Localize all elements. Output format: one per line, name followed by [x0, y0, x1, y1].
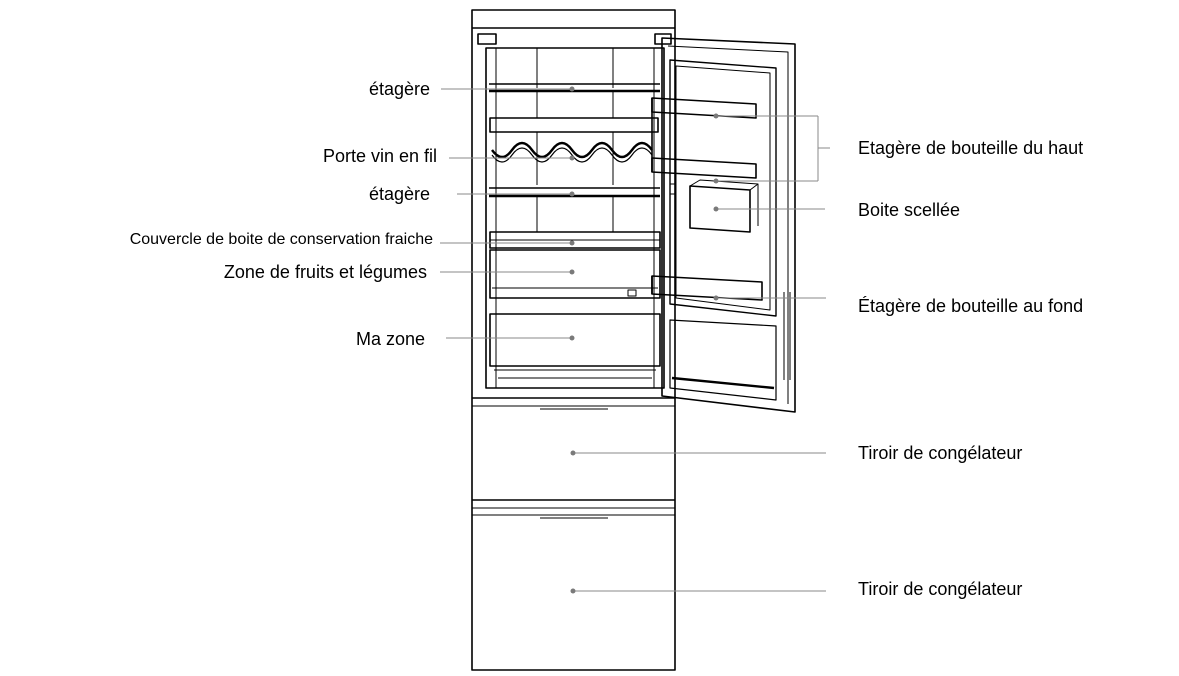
- shelf-mid: [489, 188, 660, 232]
- upper-bottle-shelf-shape: [652, 98, 756, 178]
- label-my-zone: Ma zone: [356, 330, 425, 348]
- label-freezer-drawer-1: Tiroir de congélateur: [858, 444, 1022, 462]
- sealed-box-shape: [670, 180, 758, 232]
- hinge-left: [478, 34, 496, 44]
- label-freezer-drawer-2: Tiroir de congélateur: [858, 580, 1022, 598]
- label-shelf-mid: étagère: [369, 185, 430, 203]
- label-sealed-box: Boite scellée: [858, 201, 960, 219]
- lower-bottle-shelf-shape: [652, 276, 762, 300]
- callout-dots: [570, 87, 719, 594]
- open-door: [652, 38, 795, 412]
- freezer-drawer-2-shape: [472, 515, 675, 518]
- label-fruit-veg-zone: Zone de fruits et légumes: [224, 263, 427, 281]
- label-wine-rack: Porte vin en fil: [323, 147, 437, 165]
- crisper-cover: [490, 232, 660, 248]
- label-lower-bottle-shelf: Étagère de bouteille au fond: [858, 297, 1083, 315]
- wine-rack: [490, 118, 658, 185]
- my-zone-drawer: [490, 314, 660, 378]
- label-crisper-cover: Couvercle de boite de conservation fraic…: [130, 232, 433, 248]
- fruit-veg-drawer: [490, 250, 660, 298]
- label-upper-bottle-shelf: Etagère de bouteille du haut: [858, 139, 1083, 157]
- fridge-compartment: [486, 48, 664, 388]
- label-shelf-top: étagère: [369, 80, 430, 98]
- leader-lines: [440, 89, 830, 591]
- freezer-drawer-1-shape: [472, 406, 675, 508]
